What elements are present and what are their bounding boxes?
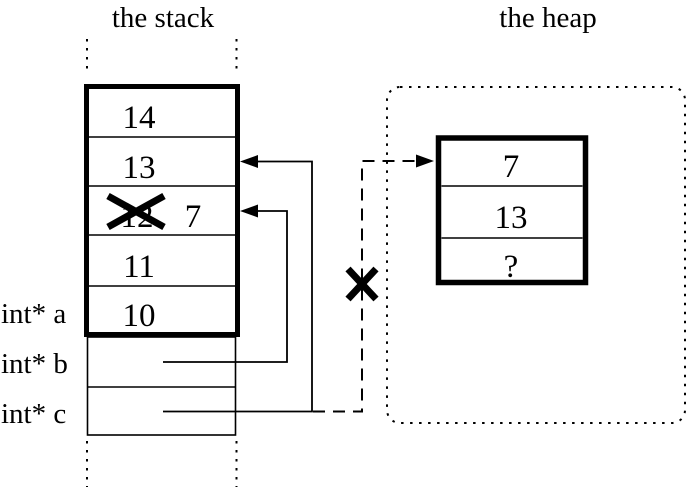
pointer-arrows — [163, 154, 434, 413]
stack-cell-value: 13 — [123, 150, 156, 186]
stack-title: the stack — [112, 2, 215, 34]
stack-cell-value: 10 — [123, 298, 156, 334]
stack-cell-value: 14 — [123, 100, 156, 136]
heap-boundary-dotted-box — [386, 86, 686, 424]
arrowhead-left-icon — [240, 204, 258, 218]
arrowhead-left-icon — [240, 155, 258, 168]
cross-out-x-icon — [106, 192, 166, 231]
pointer-label-b: int* b — [1, 348, 68, 380]
heap-block-box — [435, 135, 589, 286]
heap-cell-value: ? — [504, 249, 519, 285]
stack-cell-value: 11 — [123, 249, 155, 285]
heap-region: 7 13 ? — [386, 86, 686, 424]
heap-cell-value: 13 — [495, 200, 528, 236]
arrowhead-right-icon — [416, 154, 434, 168]
stack-cell-new-value: 7 — [185, 199, 202, 235]
pointer-c-line — [163, 160, 313, 413]
heap-cell-value: 7 — [503, 149, 520, 185]
heap-title: the heap — [499, 2, 596, 34]
stack-frame-box — [84, 84, 240, 337]
pointer-b-line — [163, 210, 288, 363]
stack-region: 14 13 12 7 11 10 int* a int* b int* c — [1, 39, 240, 487]
stack-pointer-cells-box — [86, 336, 237, 436]
severed-pointer-x-icon — [345, 266, 379, 302]
pointer-label-c: int* c — [1, 398, 66, 430]
pointer-old-c-dashed-line — [313, 160, 416, 413]
pointer-label-a: int* a — [1, 298, 66, 330]
